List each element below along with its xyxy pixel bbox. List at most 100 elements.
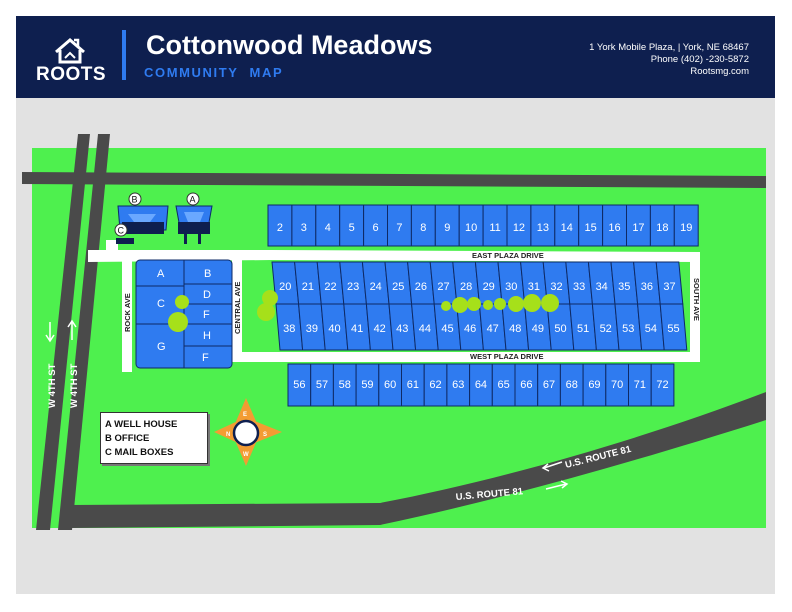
lot-70[interactable]: 70	[605, 363, 629, 407]
office-building	[117, 205, 169, 234]
lot-34[interactable]: 34	[587, 261, 616, 305]
lot-33[interactable]: 33	[565, 261, 593, 305]
lot-6[interactable]: 6	[363, 204, 388, 247]
lot-35[interactable]: 35	[610, 261, 639, 305]
lot-label-G: G	[157, 341, 166, 353]
lot-8[interactable]: 8	[410, 204, 436, 247]
lot-12[interactable]: 12	[506, 204, 532, 247]
lot-29[interactable]: 29	[474, 261, 503, 305]
lot-label: 11	[489, 222, 500, 234]
lot-17[interactable]: 17	[626, 204, 651, 247]
lot-3[interactable]: 3	[291, 204, 317, 247]
lot-10[interactable]: 10	[458, 204, 484, 247]
lot-44[interactable]: 44	[411, 303, 439, 351]
header-divider	[122, 30, 126, 80]
lot-54[interactable]: 54	[637, 303, 665, 351]
lot-25[interactable]: 25	[384, 261, 413, 305]
legend-item-mail-boxes: C MAIL BOXES	[105, 447, 174, 458]
lot-9[interactable]: 9	[434, 204, 460, 247]
lot-11[interactable]: 11	[482, 204, 508, 247]
lot-57[interactable]: 57	[310, 363, 334, 407]
lot-38[interactable]: 38	[275, 303, 304, 351]
lot-label: 54	[645, 323, 657, 335]
lot-label: 66	[520, 379, 532, 391]
lot-55[interactable]: 55	[659, 303, 688, 351]
lot-42[interactable]: 42	[365, 303, 394, 351]
lot-71[interactable]: 71	[628, 363, 652, 407]
lot-label: 34	[596, 281, 608, 293]
lot-24[interactable]: 24	[361, 261, 390, 305]
lot-label: 64	[475, 379, 487, 391]
header: ROOTS Cottonwood Meadows COMMUNITY MAP 1…	[16, 16, 775, 98]
road-office-drive	[106, 240, 118, 254]
lot-label: 2	[277, 222, 283, 234]
lot-label: 14	[561, 222, 573, 234]
lot-37[interactable]: 37	[655, 261, 684, 305]
lot-15[interactable]: 15	[578, 204, 604, 247]
lot-label: 43	[396, 323, 408, 335]
lot-50[interactable]: 50	[546, 303, 575, 351]
lot-22[interactable]: 22	[316, 261, 345, 305]
lot-18[interactable]: 18	[649, 204, 675, 247]
lot-label: 55	[667, 323, 679, 335]
lot-43[interactable]: 43	[388, 303, 417, 351]
lot-2[interactable]: 2	[267, 204, 293, 247]
lot-67[interactable]: 67	[537, 363, 561, 407]
lot-label: 16	[608, 222, 620, 234]
lot-41[interactable]: 41	[343, 303, 371, 351]
lot-65[interactable]: 65	[491, 363, 516, 407]
lot-7[interactable]: 7	[387, 204, 412, 247]
lot-label: 68	[566, 379, 578, 391]
lot-63[interactable]: 63	[446, 363, 471, 407]
lot-39[interactable]: 39	[298, 303, 326, 351]
lot-36[interactable]: 36	[633, 261, 661, 305]
lot-72[interactable]: 72	[650, 363, 675, 407]
lot-60[interactable]: 60	[378, 363, 402, 407]
lot-label: 45	[441, 323, 453, 335]
lot-53[interactable]: 53	[614, 303, 643, 351]
lot-66[interactable]: 66	[514, 363, 539, 407]
lot-52[interactable]: 52	[591, 303, 620, 351]
lot-label: 32	[550, 281, 562, 293]
lot-label: 70	[611, 379, 623, 391]
lot-label: 52	[600, 323, 612, 335]
lot-58[interactable]: 58	[332, 363, 357, 407]
lot-23[interactable]: 23	[339, 261, 367, 305]
lot-label: 23	[347, 281, 359, 293]
lot-62[interactable]: 62	[423, 363, 448, 407]
lot-label: 48	[509, 323, 521, 335]
lot-5[interactable]: 5	[339, 204, 365, 247]
lot-31[interactable]: 31	[520, 261, 548, 305]
compass-n: N	[226, 432, 230, 438]
lot-27[interactable]: 27	[429, 261, 458, 305]
lot-51[interactable]: 51	[569, 303, 597, 351]
lot-61[interactable]: 61	[401, 363, 425, 407]
lot-30[interactable]: 30	[497, 261, 526, 305]
lot-4[interactable]: 4	[315, 204, 341, 247]
lot-label: 71	[634, 379, 646, 391]
contact-phone: Phone (402) -230-5872	[650, 54, 749, 65]
lot-16[interactable]: 16	[602, 204, 627, 247]
lot-14[interactable]: 14	[554, 204, 580, 247]
logo-text: ROOTS	[36, 64, 107, 85]
lot-56[interactable]: 56	[287, 363, 312, 407]
lot-64[interactable]: 64	[469, 363, 493, 407]
lot-47[interactable]: 47	[478, 303, 507, 351]
page-title: Cottonwood Meadows	[146, 30, 433, 60]
road-route81	[380, 392, 766, 525]
lot-19[interactable]: 19	[673, 204, 699, 247]
lot-68[interactable]: 68	[559, 363, 584, 407]
lot-69[interactable]: 69	[582, 363, 607, 407]
lot-label: 21	[302, 281, 314, 293]
road-west-plaza	[232, 352, 700, 362]
lot-21[interactable]: 21	[294, 261, 322, 305]
lot-26[interactable]: 26	[407, 261, 435, 305]
lot-label: 53	[622, 323, 634, 335]
lot-13[interactable]: 13	[530, 204, 556, 247]
arrow-up-icon	[67, 319, 77, 340]
svg-text:B: B	[132, 195, 138, 205]
lot-label-F-upper: F	[203, 309, 210, 321]
lot-59[interactable]: 59	[355, 363, 380, 407]
road-south-ave	[690, 252, 700, 362]
lot-40[interactable]: 40	[320, 303, 349, 351]
